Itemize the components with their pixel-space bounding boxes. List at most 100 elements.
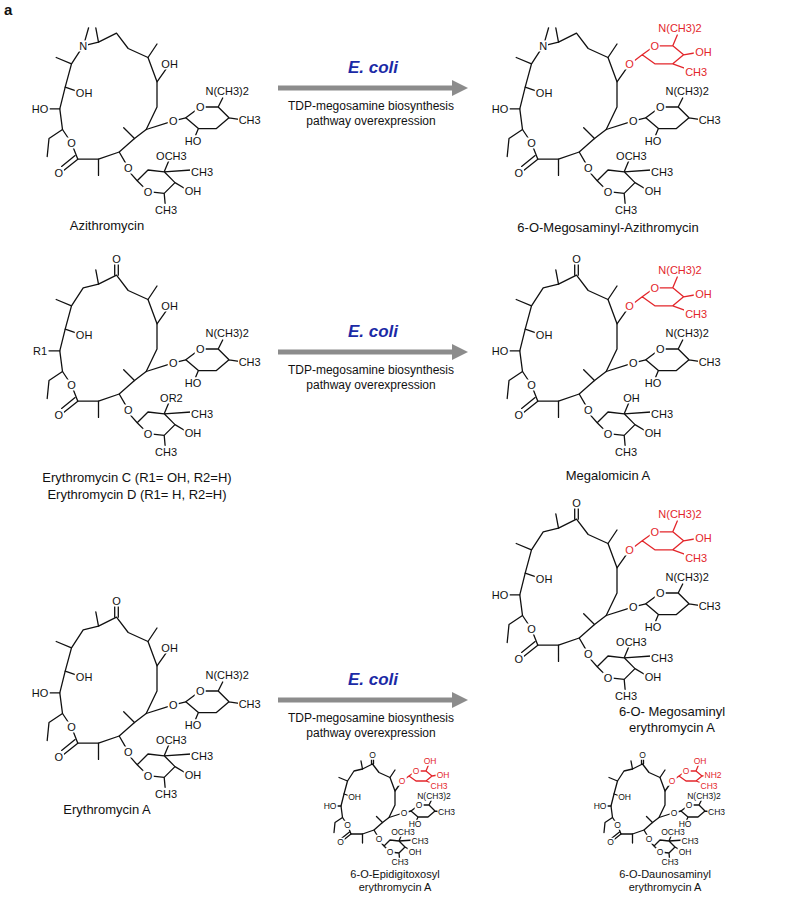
atom-label: OH (694, 533, 713, 544)
atom-label: OH (644, 185, 663, 196)
atom-label: CH3 (684, 552, 708, 563)
atom-label: OH (693, 757, 708, 766)
added-sugar (635, 35, 694, 69)
atom-label: N(CH3)2 (657, 508, 702, 519)
atom-label: CH3 (699, 781, 718, 790)
atom-label: O (624, 544, 635, 555)
atom-label: OH (644, 671, 663, 682)
ketone-bond (575, 508, 579, 519)
macrolide-core (604, 761, 712, 859)
atom-label: O (603, 186, 614, 197)
atom-label: O (583, 163, 594, 174)
atom-label: OH (75, 671, 94, 682)
atom-label: N(CH3)2 (664, 327, 709, 338)
atom-label: O (624, 300, 635, 311)
macrolide-core (47, 612, 241, 788)
atom-label: O (111, 596, 122, 607)
atom-label: OH (694, 47, 713, 58)
atom-label: N(CH3)2 (204, 327, 249, 338)
atom-label: O (670, 809, 679, 818)
arrow-note: TDP-megosamine biosynthesis pathway over… (278, 711, 464, 741)
atom-label: OH (184, 769, 203, 780)
atom-label: CH3 (614, 690, 638, 701)
atom-label: NH2 (703, 770, 722, 779)
atom-label: N(CH3)2 (664, 571, 709, 582)
atom-label: CH3 (238, 356, 262, 367)
macrolide-core (47, 270, 241, 446)
compound-node: 6-O-Epidigitoxosyl erythromycin A (300, 748, 490, 896)
atom-label: CH3 (650, 408, 674, 419)
atom-label: OH (535, 329, 554, 340)
atom-label: OCH3 (615, 636, 648, 647)
atom-label: CH3 (238, 698, 262, 709)
atom-label: OH (535, 87, 554, 98)
atom-label: HO (184, 378, 203, 389)
compound-name: Erythromycin A (12, 802, 202, 818)
atom-label: HO (323, 802, 338, 811)
atom-label: OCH3 (155, 734, 188, 745)
erythromycin-cd-structure (47, 264, 241, 445)
atom-label: O (111, 254, 122, 265)
atom-label: O (168, 358, 179, 369)
compound-name: 6-O-Epidigitoxosyl erythromycin A (320, 868, 470, 894)
atom-label: HO (184, 136, 203, 147)
atom-label: OH (622, 392, 641, 403)
atom-label: OH (408, 847, 423, 856)
atom-label: OH (184, 185, 203, 196)
atom-label: OH (678, 847, 693, 856)
ketone-bond (115, 264, 119, 275)
atom-label: HO (491, 345, 510, 356)
atom-label: CH3 (190, 750, 214, 761)
atom-label: O (123, 747, 134, 758)
atom-label: O (650, 526, 661, 537)
atom-label: O (571, 498, 582, 509)
compound-name: 6-O- Megosaminyl erythromycin A (602, 704, 742, 735)
atom-label: OCH3 (155, 150, 188, 161)
atom-label: OH (535, 573, 554, 584)
atom-label: O (400, 809, 409, 818)
compound-node: Erythromycin A (12, 584, 274, 824)
panel-letter: a (4, 2, 12, 17)
erythromycin-a-structure (47, 606, 241, 787)
atom-label: O (398, 777, 407, 786)
atom-label: O (606, 837, 615, 846)
atom-label: O (368, 751, 377, 760)
arrow-note: TDP-megosamine biosynthesis pathway over… (278, 363, 464, 393)
atom-label: O (66, 380, 77, 391)
atom-label: OH (75, 329, 94, 340)
atom-label: HO (593, 802, 608, 811)
atom-label: CH3 (650, 652, 674, 663)
atom-label: O (628, 116, 639, 127)
atom-label: O (624, 58, 635, 69)
atom-label: O (655, 344, 666, 355)
atom-label: OH (160, 642, 179, 653)
atom-label: N(CH3)2 (416, 792, 452, 801)
atom-label: O (123, 405, 134, 416)
atom-label: O (54, 167, 65, 178)
atom-label: OCH3 (660, 828, 686, 837)
compound-node: 6-O-Daunosaminyl erythromycin A (570, 748, 760, 896)
macrolide-core (334, 761, 442, 859)
atom-label: O (66, 138, 77, 149)
atom-label: HO (491, 589, 510, 600)
atom-label: R1 (32, 345, 48, 356)
atom-label: OR2 (159, 392, 184, 403)
compound-name: Azithromycin (12, 218, 202, 234)
atom-label: O (168, 700, 179, 711)
atom-label: OH (184, 427, 203, 438)
reaction-arrow (278, 350, 452, 355)
atom-label: CH3 (238, 114, 262, 125)
azithromycin-structure (47, 28, 241, 204)
epidigitoxosyl-structure (334, 758, 442, 859)
atom-label: O (656, 848, 665, 857)
atom-label: CH3 (154, 204, 178, 215)
atom-label: HO (644, 622, 663, 633)
atom-label: O (195, 686, 206, 697)
atom-label: CH3 (190, 408, 214, 419)
atom-label: CH3 (684, 308, 708, 319)
atom-label: O (514, 167, 525, 178)
atom-label: CH3 (698, 114, 722, 125)
atom-label: O (514, 409, 525, 420)
atom-label: OH (160, 58, 179, 69)
